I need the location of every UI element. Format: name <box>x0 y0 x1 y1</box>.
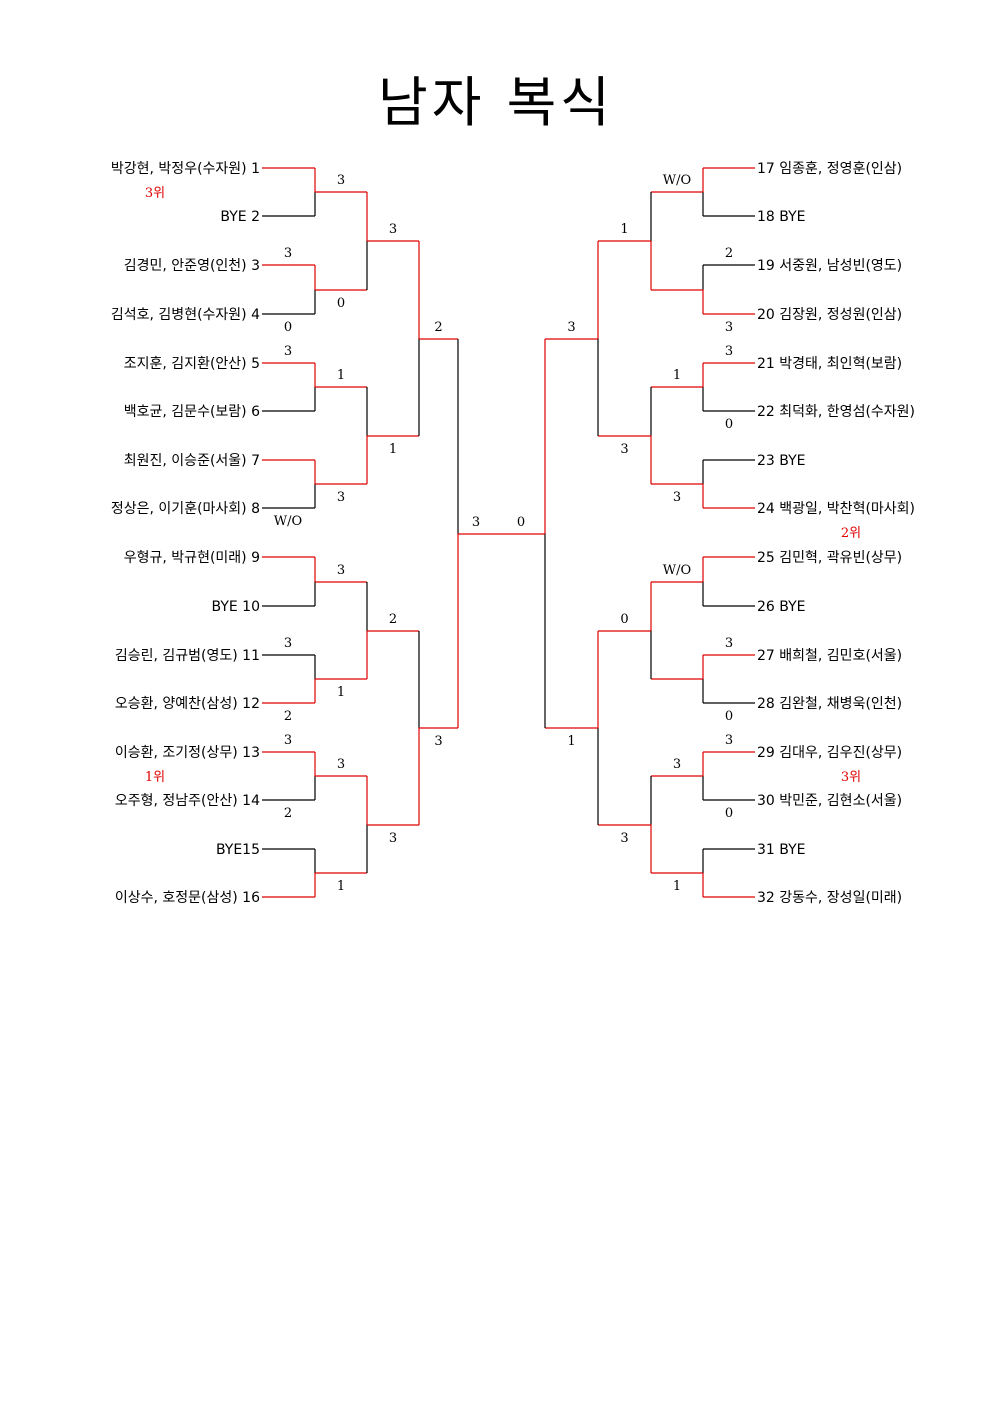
entry-label: 23 BYE <box>757 453 806 469</box>
entry-label: 22 최덕화, 한영섬(수자원) <box>757 404 915 420</box>
final-score-right: 0 <box>517 515 525 530</box>
entry-label: 정상은, 이기훈(마사회) 8 <box>111 501 260 517</box>
entry-label: 김석호, 김병현(수자원) 4 <box>111 307 260 323</box>
entry-label: 최원진, 이승준(서울) 7 <box>124 453 260 469</box>
score-label: 3 <box>284 733 292 748</box>
entry-label: 조지훈, 김지환(안산) 5 <box>124 356 260 372</box>
entry-label: 25 김민혁, 곽유빈(상무) <box>757 550 902 566</box>
entry-label: 27 배희철, 김민호(서울) <box>757 648 902 664</box>
score-label: 3 <box>620 442 628 457</box>
score-label: 3 <box>337 173 345 188</box>
score-label: 0 <box>337 296 345 311</box>
entry-label: 18 BYE <box>757 209 806 225</box>
rank-label: 3위 <box>841 770 861 785</box>
score-label: 3 <box>434 734 442 749</box>
score-label: 0 <box>725 709 733 724</box>
entry-label: 우형규, 박규현(미래) 9 <box>124 550 260 566</box>
score-label: W/O <box>274 514 302 529</box>
entry-label: 오승환, 양예찬(삼성) 12 <box>115 696 260 712</box>
score-label: 3 <box>725 344 733 359</box>
score-label: 3 <box>389 222 397 237</box>
rank-label: 2위 <box>841 526 861 541</box>
entry-label: 29 김대우, 김우진(상무) <box>757 745 902 761</box>
score-label: 3 <box>725 733 733 748</box>
entry-label: 21 박경태, 최인혁(보람) <box>757 356 902 372</box>
score-label: 1 <box>673 368 681 383</box>
entry-label: 김경민, 안준영(인천) 3 <box>124 258 260 274</box>
entry-label: BYE15 <box>216 842 260 858</box>
score-label: 2 <box>284 709 292 724</box>
score-label: 3 <box>567 320 575 335</box>
entry-label: 이승환, 조기정(상무) 13 <box>115 745 260 761</box>
score-label: W/O <box>663 173 691 188</box>
score-label: 3 <box>673 757 681 772</box>
entry-label: 32 강동수, 장성일(미래) <box>757 890 902 906</box>
entry-label: 26 BYE <box>757 599 806 615</box>
score-label: 1 <box>337 368 345 383</box>
score-label: 3 <box>725 636 733 651</box>
score-label: 3 <box>337 563 345 578</box>
entry-label: 박강현, 박정우(수자원) 1 <box>111 161 260 177</box>
page-title: 남자 복식 <box>378 71 614 134</box>
score-label: 3 <box>284 246 292 261</box>
entry-label: 백호균, 김문수(보람) 6 <box>124 404 260 420</box>
score-label: 3 <box>284 636 292 651</box>
entry-label: 17 임종훈, 정영훈(인삼) <box>757 161 902 177</box>
score-label: 3 <box>620 831 628 846</box>
entry-label: 오주형, 정남주(안산) 14 <box>115 793 260 809</box>
entry-label: BYE 2 <box>220 209 260 225</box>
final-score-left: 3 <box>472 515 480 530</box>
entry-label: 31 BYE <box>757 842 806 858</box>
score-label: 2 <box>284 806 292 821</box>
score-label: 0 <box>725 417 733 432</box>
score-label: 1 <box>620 222 628 237</box>
score-label: 2 <box>725 246 733 261</box>
entry-label: 19 서중원, 남성빈(영도) <box>757 258 902 274</box>
score-label: 0 <box>284 320 292 335</box>
score-label: 3 <box>284 344 292 359</box>
score-label: 3 <box>337 490 345 505</box>
score-label: 3 <box>389 831 397 846</box>
score-label: 1 <box>673 879 681 894</box>
entry-label: 24 백광일, 박찬혁(마사회) <box>757 501 915 517</box>
rank-label: 1위 <box>145 770 165 785</box>
entry-label: 20 김장원, 정성원(인삼) <box>757 307 902 323</box>
score-label: 1 <box>567 734 575 749</box>
score-label: 3 <box>725 320 733 335</box>
entry-label: 이상수, 호정문(삼성) 16 <box>115 890 260 906</box>
score-label: 2 <box>389 612 397 627</box>
score-label: 1 <box>337 685 345 700</box>
score-label: W/O <box>663 563 691 578</box>
score-label: 2 <box>434 320 442 335</box>
entry-label: BYE 10 <box>211 599 260 615</box>
score-label: 3 <box>673 490 681 505</box>
score-label: 1 <box>389 442 397 457</box>
entry-label: 28 김완철, 채병욱(인천) <box>757 696 902 712</box>
rank-label: 3위 <box>145 186 165 201</box>
score-label: 0 <box>725 806 733 821</box>
score-label: 1 <box>337 879 345 894</box>
entry-label: 30 박민준, 김현소(서울) <box>757 793 902 809</box>
entry-label: 김승린, 김규범(영도) 11 <box>115 648 260 664</box>
score-label: 0 <box>620 612 628 627</box>
score-label: 3 <box>337 757 345 772</box>
